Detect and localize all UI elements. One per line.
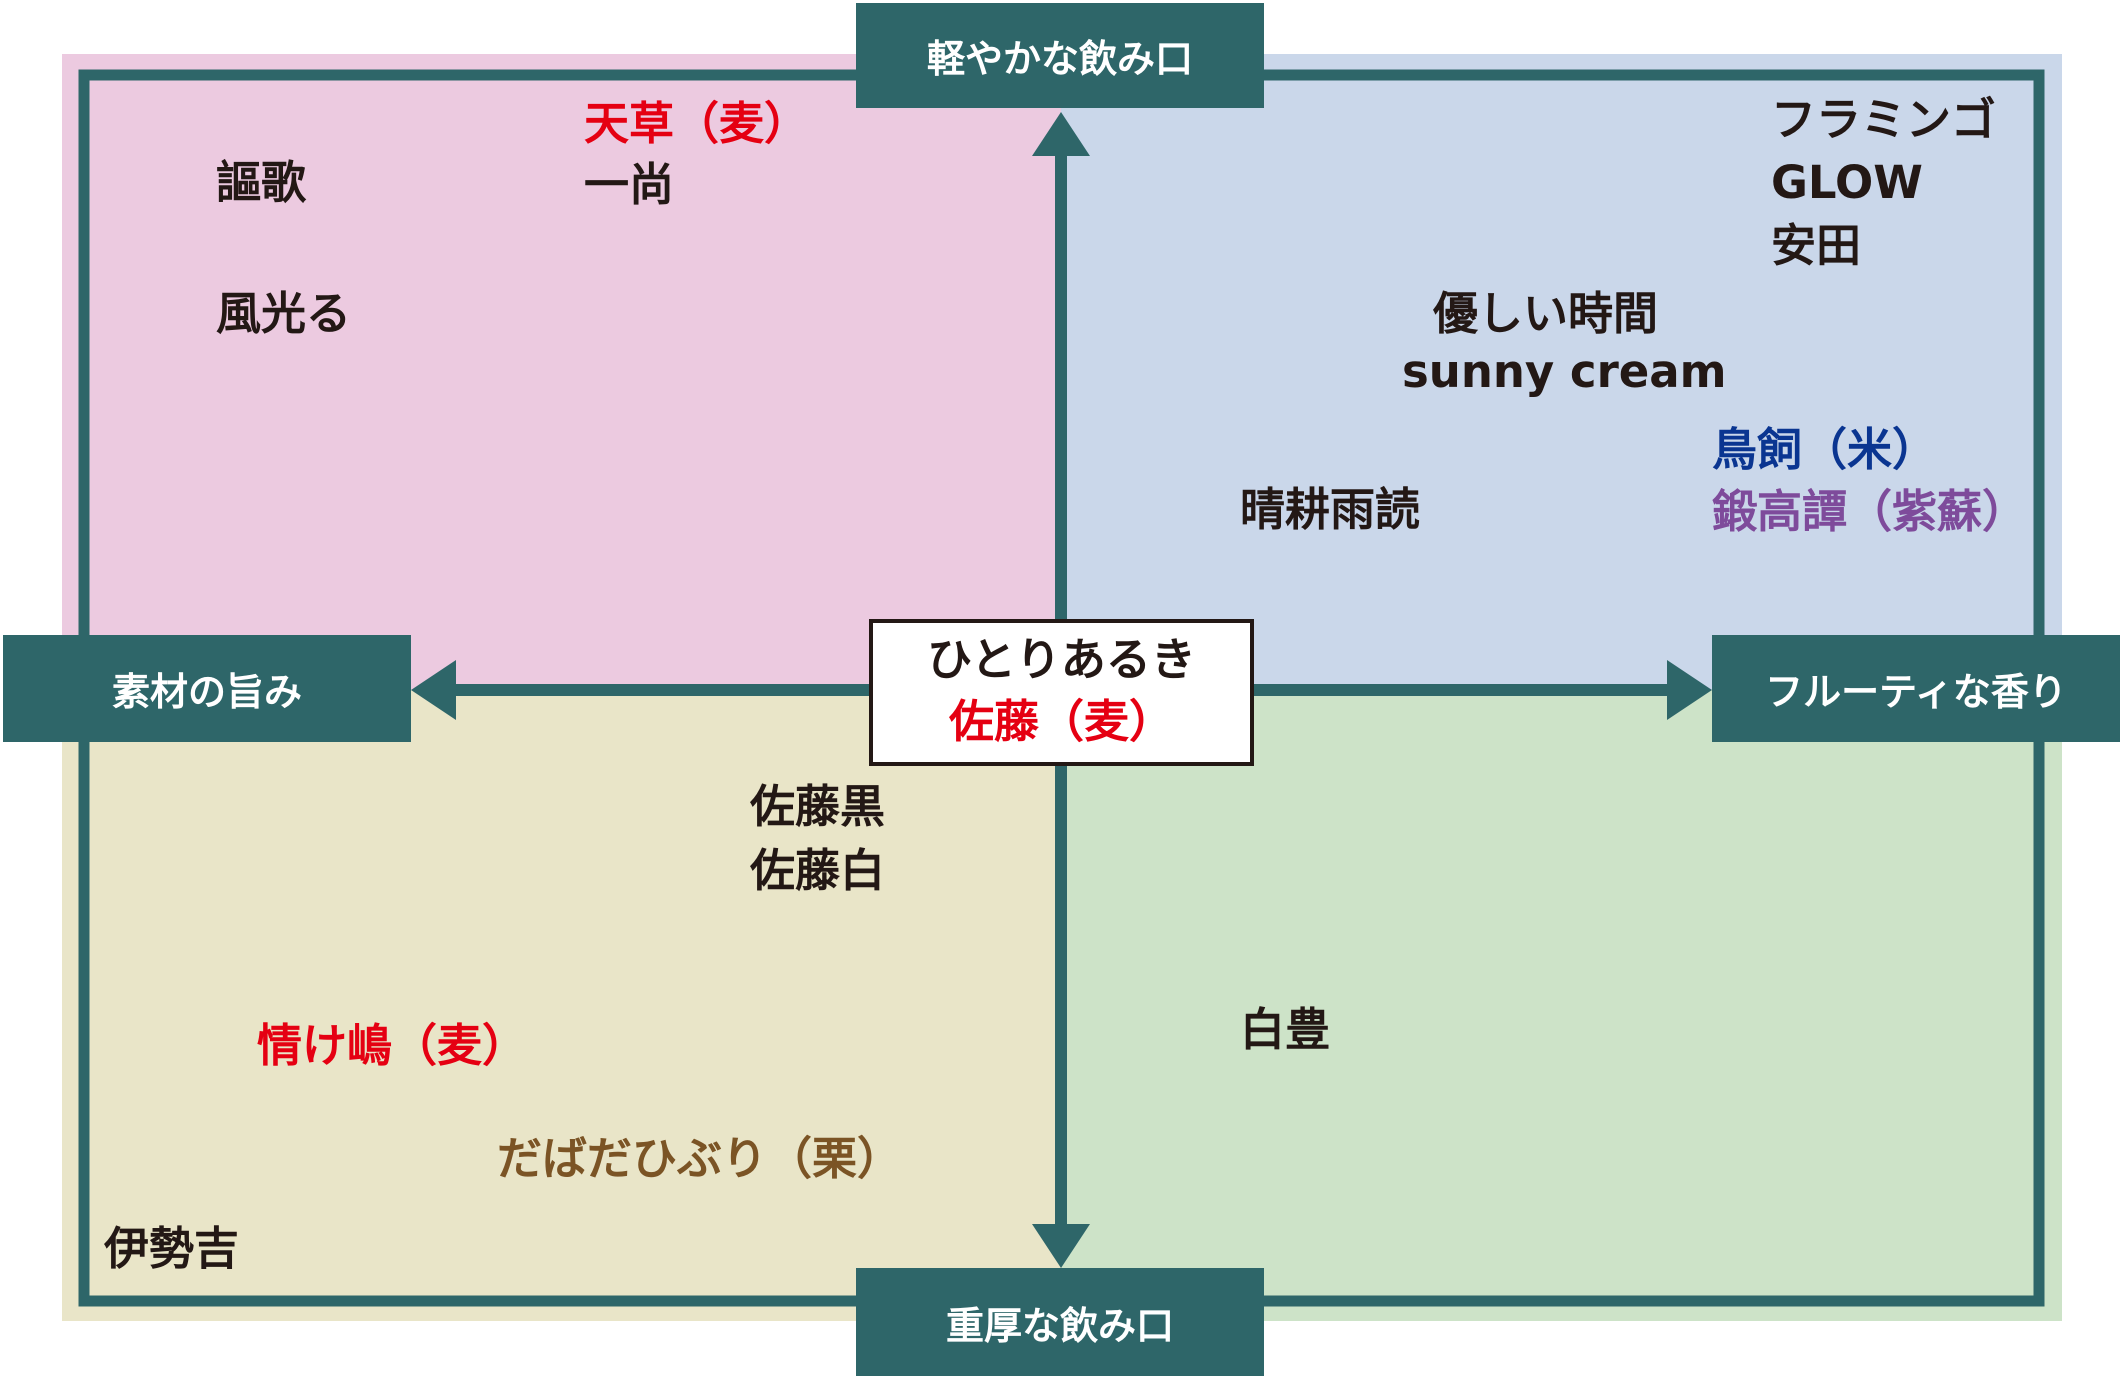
product-label: 謳歌 [216, 156, 307, 209]
arrow-right-icon [1667, 660, 1712, 720]
product-label: 天草（麦） [584, 97, 810, 150]
product-label: 安田 [1771, 219, 1862, 272]
product-label: sunny cream [1402, 345, 1727, 398]
product-label: GLOW [1771, 156, 1923, 209]
quadrant-top-right [1061, 54, 2062, 690]
product-label: 鳥飼（米） [1712, 423, 1938, 476]
product-label: 一尚 [584, 158, 675, 211]
center-item: ひとりあるき [927, 633, 1196, 686]
product-label: 情け嶋（麦） [257, 1019, 528, 1072]
quadrant-top-left [62, 54, 1061, 690]
product-label: フラミンゴ [1771, 93, 1997, 146]
center-item-barley: 佐藤（麦） [948, 695, 1174, 748]
product-label: 白豊 [1240, 1003, 1331, 1056]
product-label: 優しい時間 [1433, 287, 1659, 340]
product-label: 伊勢吉 [104, 1222, 240, 1275]
arrow-up-icon [1032, 112, 1090, 156]
quadrant-bottom-right [1061, 690, 2062, 1321]
arrow-down-icon [1032, 1224, 1090, 1268]
axis-label-bottom: 重厚な飲み口 [856, 1268, 1264, 1376]
product-label: 風光る [216, 287, 352, 340]
product-label: だばだひぶり（栗） [497, 1132, 903, 1185]
axis-label-left: 素材の旨み [3, 635, 411, 742]
quadrant-bottom-left [62, 690, 1061, 1321]
product-label: 鍛高譚（紫蘇） [1712, 485, 2028, 538]
product-label: 佐藤黒 [750, 780, 886, 833]
product-label: 晴耕雨読 [1240, 483, 1421, 536]
center-box: ひとりあるき 佐藤（麦） [869, 619, 1254, 766]
arrow-left-icon [411, 660, 456, 720]
product-label: 佐藤白 [750, 844, 886, 897]
axis-label-right: フルーティな香り [1712, 635, 2120, 742]
axis-label-top: 軽やかな飲み口 [856, 3, 1264, 108]
